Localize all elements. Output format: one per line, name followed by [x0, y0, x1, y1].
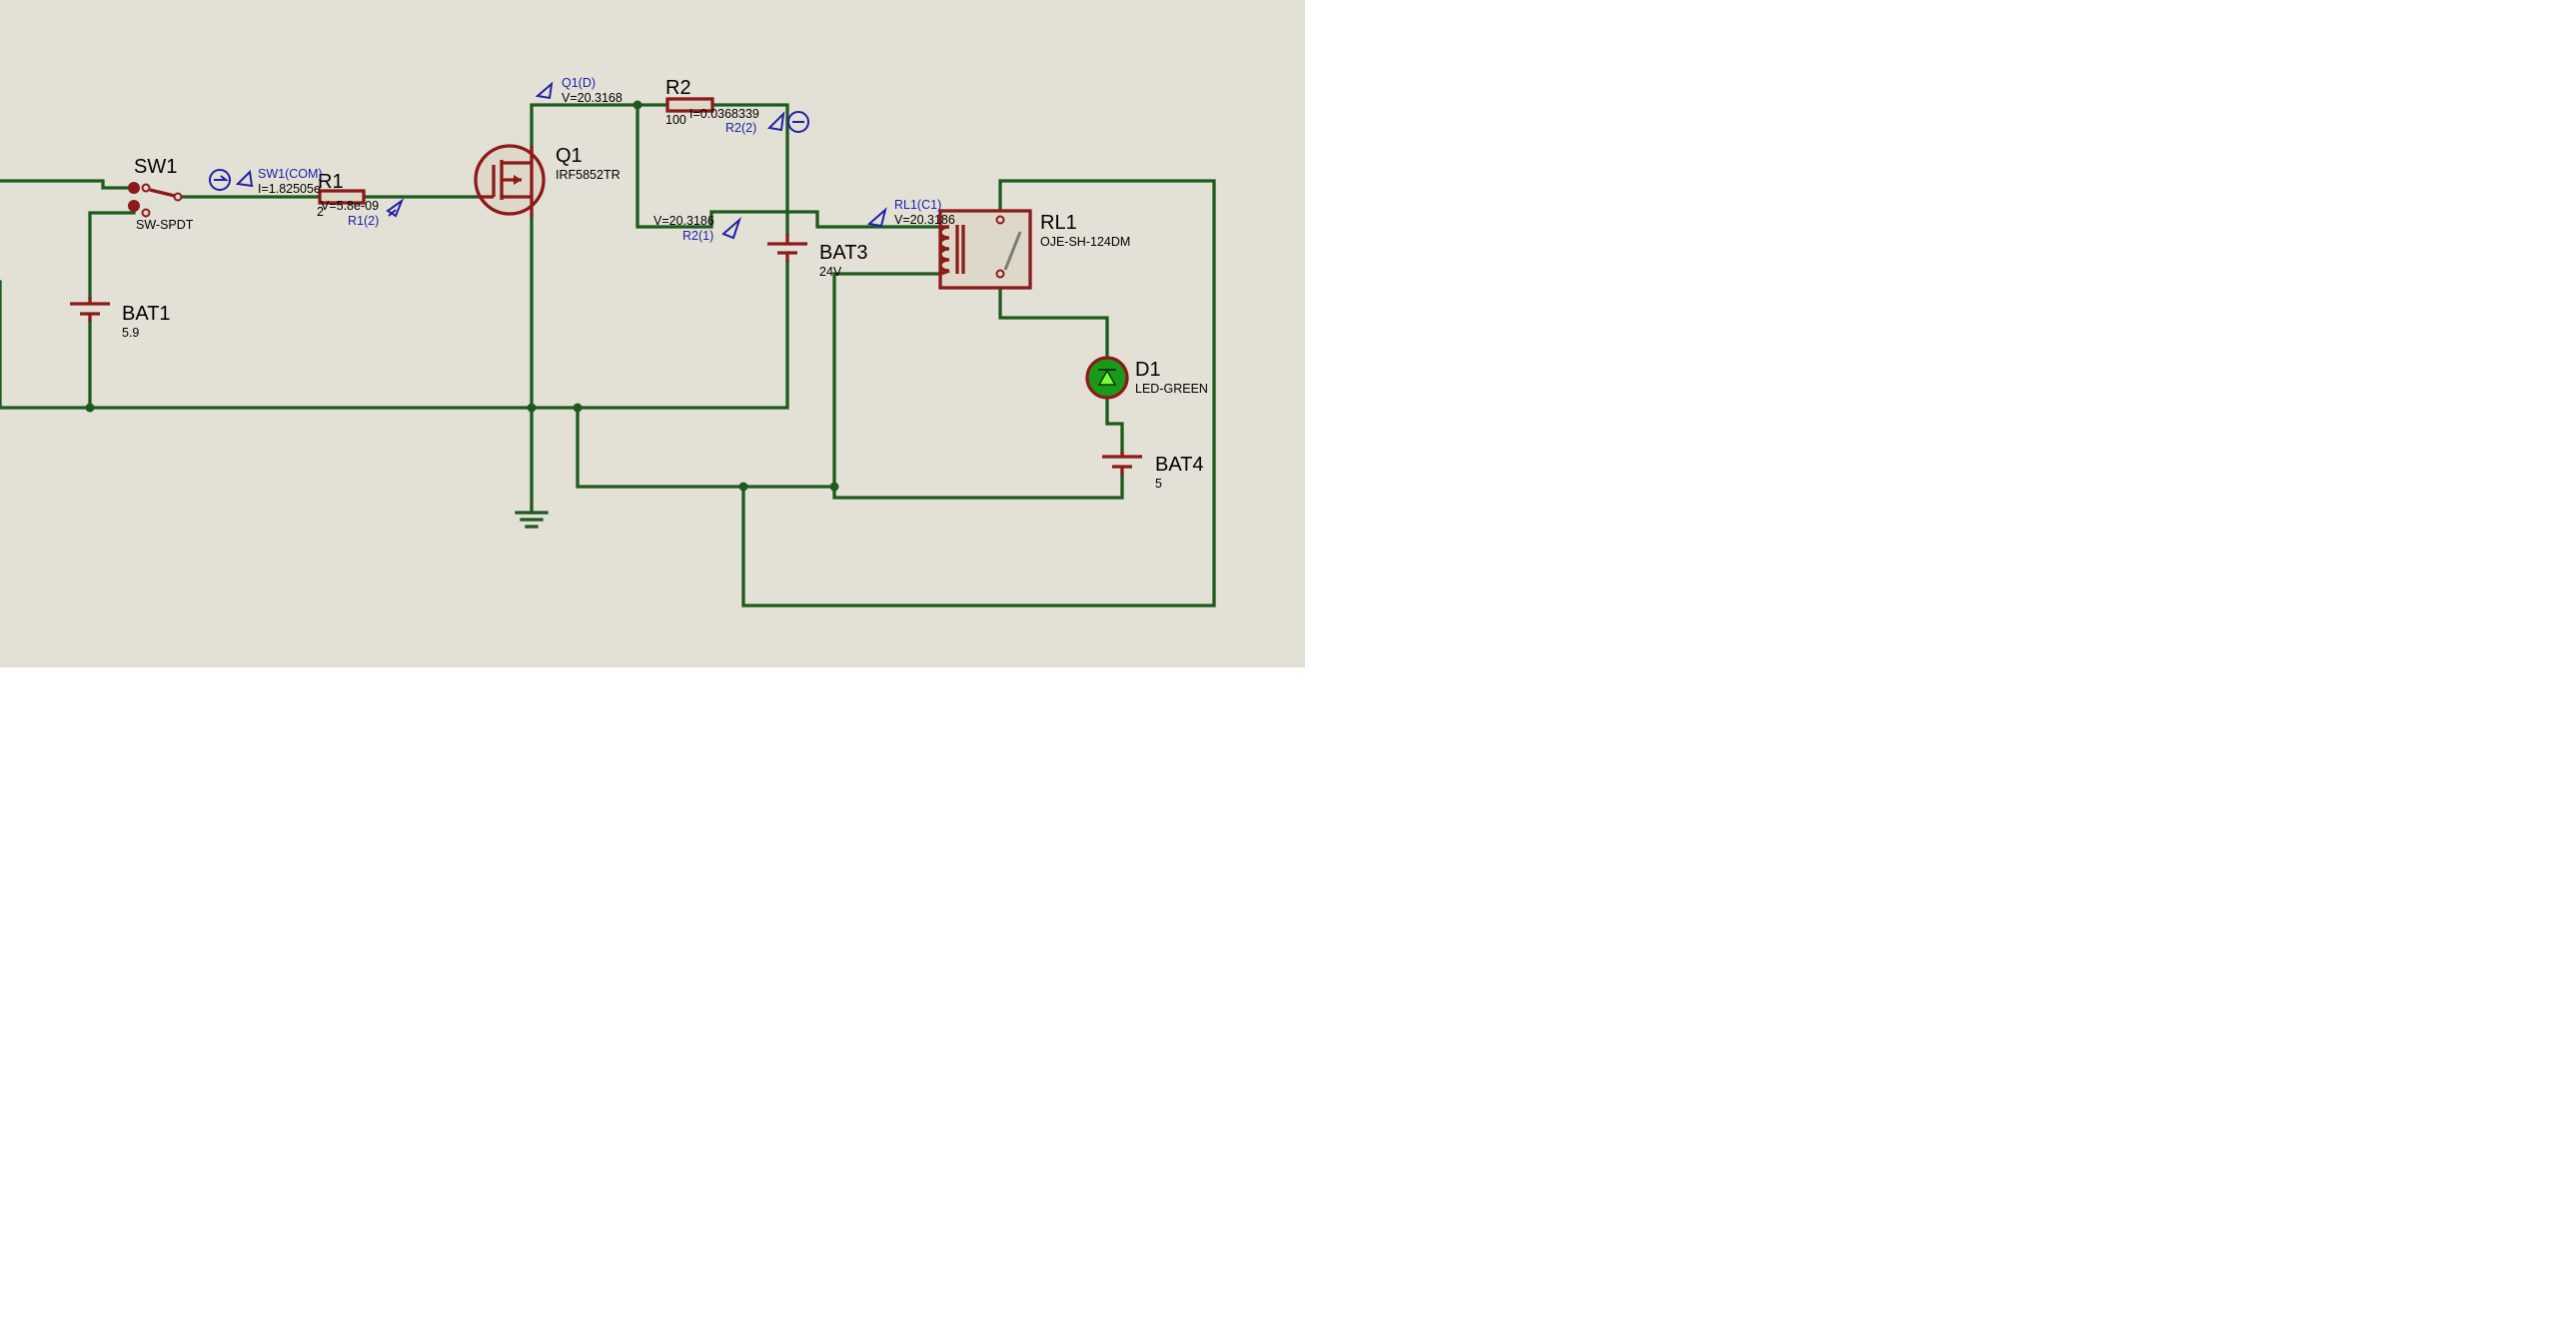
rl1-body	[938, 209, 1032, 290]
wires	[0, 103, 1216, 608]
probe-pointer-icon	[721, 216, 742, 240]
relay-rl1[interactable]: RL1 OJE-SH-124DM	[938, 209, 1130, 290]
junction-dot	[633, 100, 643, 110]
probe-q1-d-name: Q1(D)	[562, 76, 596, 90]
wire-relay-com[interactable]	[741, 179, 1216, 608]
probe-rl1-c1[interactable]: RL1(C1) V=20.3186	[866, 198, 955, 228]
sw1-value-label: SW-SPDT	[136, 218, 194, 232]
resistor-r1[interactable]: R1 2	[317, 171, 366, 219]
sw1-ref-label: SW1	[134, 156, 177, 178]
wire-r2-right[interactable]	[710, 103, 789, 236]
q1-value-label: IRF5852TR	[556, 168, 621, 182]
r2-body	[665, 97, 714, 113]
rl1-coil-lead	[939, 269, 950, 276]
probe-r2-1-reading: V=20.3186	[653, 214, 714, 228]
rl1-coil	[938, 225, 950, 273]
battery-bat3[interactable]: BAT3 24V	[767, 234, 868, 279]
bat3-ref-label: BAT3	[819, 242, 868, 264]
current-probe-icon	[209, 169, 231, 191]
ground-symbol	[515, 511, 549, 529]
bat3-value-label: 24V	[819, 265, 842, 279]
wire-relay-no[interactable]	[998, 272, 1109, 359]
probe-rl1-c1-reading: V=20.3186	[894, 213, 955, 227]
junction-dot	[829, 482, 839, 492]
q1-arrow-icon	[514, 175, 522, 185]
probe-r2-1-name: R2(1)	[682, 229, 713, 243]
battery-bat1[interactable]: BAT1 5.9	[70, 297, 171, 340]
wire-q1-drain[interactable]	[530, 103, 669, 165]
led-d1[interactable]: D1 LED-GREEN	[1085, 356, 1208, 400]
probe-rl1-c1-name: RL1(C1)	[894, 198, 941, 212]
probe-pointer-icon	[535, 81, 554, 100]
junction-dot	[738, 482, 748, 492]
junction-dot	[527, 403, 537, 413]
probe-r2-1[interactable]: V=20.3186 R2(1)	[653, 214, 742, 243]
bat1-value-label: 5.9	[122, 326, 139, 340]
schematic-sheet[interactable]	[0, 0, 1305, 667]
sw1-terminal-dot	[128, 182, 140, 194]
rl1-ref-label: RL1	[1040, 212, 1077, 234]
probe-pointer-icon	[866, 207, 887, 228]
rl1-contact	[995, 215, 1005, 225]
r2-ref-label: R2	[665, 77, 691, 99]
d1-ref-label: D1	[1135, 359, 1161, 381]
junction-dot	[85, 403, 95, 413]
wire-bat4-gnd[interactable]	[832, 473, 1124, 500]
wire-led-bat4[interactable]	[1105, 398, 1124, 454]
r2-value-label: 100	[665, 113, 686, 127]
wire-ground-rail[interactable]	[0, 260, 789, 410]
sw1-throw-terminal	[141, 208, 151, 218]
d1-triangle-icon	[1097, 369, 1117, 386]
current-probe-arrow-icon	[214, 175, 229, 181]
probe-r1-2-name: R1(2)	[348, 214, 379, 228]
bat4-ref-label: BAT4	[1155, 454, 1204, 476]
probe-r1-2-reading: V=5.8e-09	[321, 199, 379, 213]
r1-value-label: 2	[317, 205, 324, 219]
probe-r1-2[interactable]: V=5.8e-09 R1(2)	[321, 198, 405, 228]
rl1-contact	[995, 269, 1005, 279]
probe-sw1-com[interactable]: SW1(COM) I=1.82505e	[209, 167, 323, 196]
junction-dot	[573, 403, 583, 413]
r1-body	[318, 189, 366, 205]
bat1-ref-label: BAT1	[122, 303, 171, 325]
probe-sw1-com-reading: I=1.82505e	[258, 182, 321, 196]
current-probe-icon	[787, 111, 809, 133]
r1-ref-label: R1	[318, 171, 344, 193]
wire-sw-nc-bat1[interactable]	[88, 211, 136, 299]
probe-q1-d-reading: V=20.3168	[562, 91, 623, 105]
probe-q1-d[interactable]: Q1(D) V=20.3168	[535, 76, 623, 105]
battery-bat4[interactable]: BAT4 5	[1102, 452, 1204, 491]
probe-r2-2-name: R2(2)	[725, 121, 756, 135]
mosfet-q1[interactable]: Q1 IRF5852TR	[474, 144, 621, 217]
sw1-throw-terminal	[141, 183, 151, 193]
probe-pointer-line	[388, 209, 397, 217]
sw1-blade	[149, 188, 176, 198]
probe-sw1-com-name: SW1(COM)	[258, 167, 323, 181]
sw1-com-terminal	[173, 192, 183, 202]
wire-drain-to-relay[interactable]	[636, 103, 942, 229]
q1-ref-label: Q1	[556, 145, 583, 167]
probe-pointer-icon	[235, 169, 254, 188]
probe-r2-2-reading: I=0.0368339	[689, 107, 759, 121]
sw1-terminal-dot	[128, 200, 140, 212]
rl1-value-label: OJE-SH-124DM	[1040, 235, 1130, 249]
probe-r2-2[interactable]: I=0.0368339 R2(2)	[689, 107, 809, 135]
switch-sw1[interactable]: SW1 SW-SPDT	[128, 156, 194, 232]
wire-left-top[interactable]	[0, 179, 136, 190]
junctions	[85, 100, 839, 492]
bat4-value-label: 5	[1155, 477, 1162, 491]
resistor-r2[interactable]: R2 100	[665, 77, 714, 127]
rl1-armature	[1003, 231, 1022, 271]
d1-value-label: LED-GREEN	[1135, 382, 1208, 396]
probe-pointer-icon	[766, 111, 785, 132]
